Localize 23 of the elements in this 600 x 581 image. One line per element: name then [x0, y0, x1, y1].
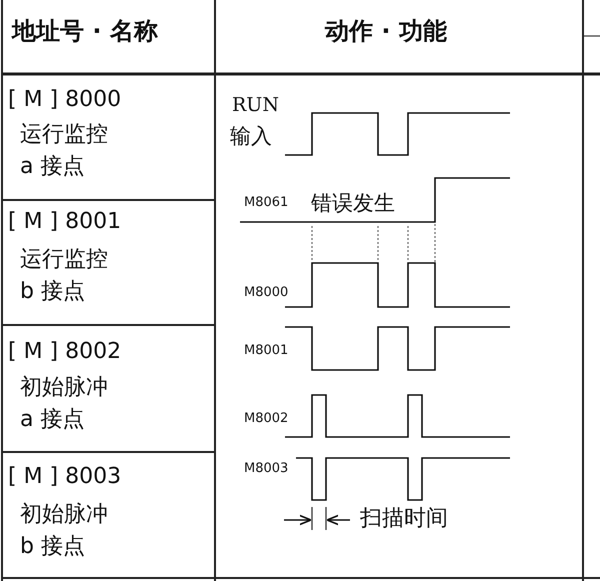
signal-name: M8061	[244, 196, 288, 210]
contact-type: a 接点	[20, 408, 84, 432]
address-number: [ M ] 8002	[8, 340, 122, 364]
header-cell-text: 地址号 · 名称	[12, 18, 158, 44]
signal-name: M8002	[244, 412, 288, 426]
signal-name: 输入	[230, 125, 272, 148]
address-number: [ M ] 8000	[8, 88, 122, 112]
header-cell-text: 动作 · 功能	[325, 18, 447, 44]
signal-name: RUN	[232, 95, 279, 116]
address-number: [ M ] 8003	[8, 465, 122, 490]
device-name: 初始脉冲	[20, 503, 108, 528]
scan-time-label: 扫描时间	[360, 507, 448, 532]
signal-name: 错误发生	[311, 192, 395, 216]
device-name: 运行监控	[20, 248, 108, 272]
device-name: 初始脉冲	[20, 376, 108, 400]
contact-type: b 接点	[20, 535, 85, 560]
address-number: [ M ] 8001	[8, 210, 122, 234]
contact-type: b 接点	[20, 280, 85, 304]
signal-name: M8001	[244, 344, 288, 358]
signal-name: M8000	[244, 286, 288, 300]
device-name: 运行监控	[20, 123, 108, 148]
signal-name: M8003	[244, 462, 288, 476]
contact-type: a 接点	[20, 155, 84, 180]
